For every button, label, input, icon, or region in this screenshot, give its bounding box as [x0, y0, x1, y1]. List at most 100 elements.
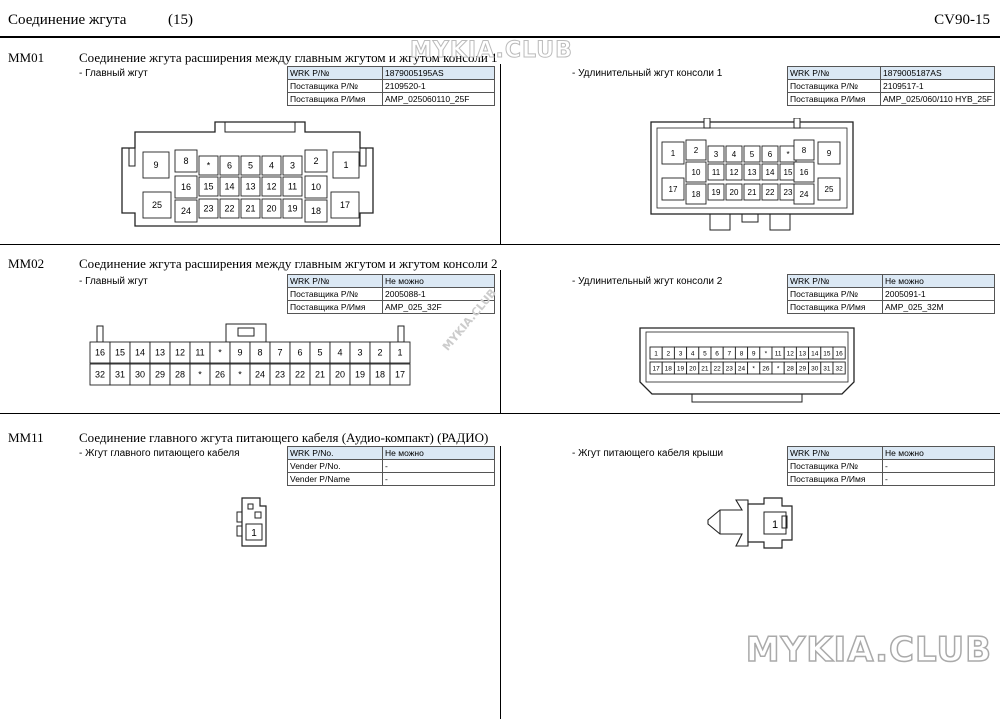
connector-pin: 20 — [725, 183, 743, 201]
connector-pin: 23 — [198, 198, 219, 219]
pin-label: 4 — [691, 350, 695, 357]
pin-label: 1 — [671, 149, 676, 158]
pin-label: 10 — [692, 168, 701, 177]
pin-label: 2 — [694, 146, 699, 155]
connector-pin: 15 — [109, 341, 131, 364]
pin-label: 12 — [266, 182, 276, 192]
connector-pin: 24 — [793, 183, 815, 205]
pin-label: 26 — [762, 365, 770, 372]
connector-pin: 11 — [282, 176, 303, 197]
pin-label: 21 — [315, 370, 325, 380]
connector-pin: 8 — [734, 346, 749, 360]
pin-label: 13 — [155, 348, 165, 358]
connector-pin: 30 — [808, 361, 822, 375]
connector-pin: 28 — [783, 361, 797, 375]
connector-pin: 32 — [832, 361, 846, 375]
pin-label: 9 — [237, 348, 242, 358]
connector-pin: 1 — [389, 341, 411, 364]
pin-label: 10 — [311, 182, 321, 192]
connector-pin: 31 — [820, 361, 834, 375]
pin-label: 13 — [245, 182, 255, 192]
pin-label: 24 — [181, 206, 191, 216]
pin-label: 14 — [135, 348, 145, 358]
pin-label: 1 — [251, 528, 257, 539]
pin-label: 13 — [748, 168, 757, 177]
pin-label: 9 — [153, 160, 158, 170]
connector-pin: 24 — [734, 361, 749, 375]
pin-label: 13 — [799, 350, 807, 357]
pin-label: 6 — [227, 161, 232, 171]
connector-pin: 16 — [89, 341, 111, 364]
pin-label: 9 — [752, 350, 756, 357]
pin-label: 18 — [665, 365, 673, 372]
pin-label: 16 — [95, 348, 105, 358]
page-header-title: Соединение жгута — [8, 12, 127, 28]
connector-pin: 5 — [743, 145, 761, 163]
pin-label: 1 — [343, 160, 348, 170]
pin-label: 2 — [377, 348, 382, 358]
connector-pin: 4 — [686, 346, 700, 360]
connector-pin: * — [198, 155, 219, 176]
section-code-mm01: MM01 — [8, 50, 45, 65]
connector-pin: 29 — [149, 363, 171, 386]
pin-label: 22 — [295, 370, 305, 380]
pin-label: 1 — [397, 348, 402, 358]
pin-label: 21 — [701, 365, 709, 372]
pin-label: 1 — [772, 519, 778, 531]
connector-pin: 13 — [149, 341, 171, 364]
pin-label: 12 — [787, 350, 795, 357]
connector-pin: 13 — [795, 346, 810, 360]
pin-label: 11 — [288, 182, 297, 192]
connector-pin: 4 — [329, 341, 351, 364]
pin-label: 28 — [787, 365, 795, 372]
pin-label: 18 — [692, 190, 701, 199]
pin-label: 3 — [290, 161, 295, 171]
pin-label: 18 — [375, 370, 385, 380]
connector-pin: 7 — [269, 341, 291, 364]
watermark-big: MYKIA.CLUB — [745, 629, 992, 671]
connector-mm11-roof: 1 — [707, 497, 793, 549]
pin-label: 8 — [257, 348, 262, 358]
connector-pin: 14 — [761, 163, 779, 181]
pin-label: 3 — [714, 150, 719, 159]
connector-pin: 2 — [369, 341, 391, 364]
pin-label: 20 — [266, 204, 276, 214]
pin-label: 5 — [703, 350, 707, 357]
pin-label: * — [752, 365, 755, 372]
column-divider — [500, 446, 501, 719]
pin-label: 18 — [311, 206, 321, 216]
pin-label: 16 — [181, 182, 191, 192]
pin-label: 11 — [775, 350, 782, 357]
document-code: CV90-15 — [934, 12, 990, 28]
pin-label: 31 — [823, 365, 831, 372]
connector-pin: 24 — [249, 363, 271, 386]
pin-label: 7 — [727, 350, 731, 357]
pin-label: 3 — [357, 348, 362, 358]
pin-label: 24 — [255, 370, 265, 380]
pin-label: 7 — [277, 348, 282, 358]
pin-label: 22 — [224, 204, 234, 214]
connector-pin: 5 — [240, 155, 261, 176]
connector-pin: 32 — [89, 363, 111, 386]
connector-pin: 21 — [240, 198, 261, 219]
connector-pin: 11 — [771, 346, 785, 360]
connector-pin: 2 — [661, 346, 675, 360]
pin-label: 17 — [669, 185, 678, 194]
connector-pin: 8 — [174, 149, 198, 173]
connector-pin: 21 — [743, 183, 761, 201]
pin-label: 5 — [248, 161, 253, 171]
connector-pin: 23 — [269, 363, 291, 386]
connector-pin: 14 — [129, 341, 151, 364]
connector-pin: 19 — [707, 183, 725, 201]
connector-pin: 12 — [783, 346, 797, 360]
pin-label: 25 — [152, 200, 162, 210]
connector-label: - Жгут главного питающего кабеля — [79, 448, 240, 459]
connector-label: - Удлинительный жгут консоли 2 — [572, 276, 723, 287]
pin-label: 30 — [135, 370, 145, 380]
connector-pin: 4 — [725, 145, 743, 163]
connector-pin: 25 — [142, 191, 172, 219]
